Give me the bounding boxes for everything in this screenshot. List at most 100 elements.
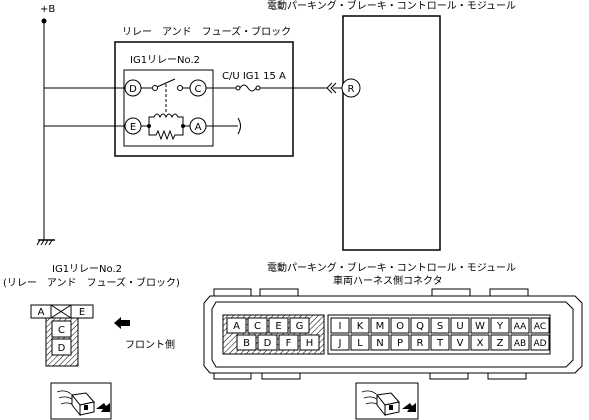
connector-pin: L (350, 334, 370, 351)
harness-view-icon-relay (50, 382, 112, 420)
connector-pin-label: Q (416, 321, 424, 332)
connector-pin: AD (530, 334, 550, 351)
connector-pin-label: Y (496, 321, 504, 332)
connector-pin: B (236, 334, 257, 351)
relay-pin-d: D (58, 343, 66, 354)
connector-pin-label: L (357, 338, 363, 349)
connector-pin-label: U (456, 321, 463, 332)
connector-pin-label: V (457, 338, 464, 349)
connector-pin-label: D (264, 338, 272, 349)
connector-pin-label: X (477, 338, 484, 349)
connector-pin: AA (510, 317, 530, 334)
connector-pin-label: B (243, 338, 250, 349)
connector-pin: G (289, 317, 310, 334)
relay-connector-title-2: (リレー アンド フューズ・ブロック) (3, 276, 180, 289)
power-label: +B (40, 4, 55, 15)
relay-pin-e: E (79, 307, 85, 318)
connector-pin: O (390, 317, 410, 334)
connector-mark-icon (326, 82, 343, 94)
ground-icon (36, 239, 55, 246)
connector-pin: H (299, 334, 320, 351)
front-arrow-icon (114, 317, 130, 329)
module-pins-right-bottom: J L N P R T V X Z AB AD (330, 334, 550, 351)
connector-pin: E (268, 317, 289, 334)
relay-connector-face (30, 304, 94, 367)
connector-pin-label: J (338, 338, 342, 349)
terminal-c: C (189, 79, 207, 97)
relay-coil-icon (141, 113, 190, 141)
module-box (342, 15, 441, 251)
fuse-label: C/U IG1 15 A (222, 71, 286, 82)
connector-pin-label: C (254, 321, 261, 332)
relay-block-box (114, 41, 294, 157)
front-side-label: フロント側 (125, 338, 175, 351)
connector-pin-label: AB (514, 339, 526, 349)
relay-pin-c: C (58, 325, 65, 336)
connector-pin-label: F (286, 338, 292, 349)
connector-pin: W (470, 317, 490, 334)
connector-pin: Y (490, 317, 510, 334)
connector-pin: V (450, 334, 470, 351)
connector-pin-label: A (233, 321, 240, 332)
svg-text:A: A (195, 122, 202, 133)
connector-pin-label: Z (497, 338, 504, 349)
connector-pin: X (470, 334, 490, 351)
connector-pin-label: K (357, 321, 364, 332)
connector-pin: U (450, 317, 470, 334)
fuse-icon (206, 84, 327, 92)
connector-pin-label: AC (534, 322, 546, 332)
connector-pin: M (370, 317, 390, 334)
connector-pin: S (430, 317, 450, 334)
connector-pin: AB (510, 334, 530, 351)
connector-pin-label: N (376, 338, 383, 349)
connector-pin: P (390, 334, 410, 351)
connector-pin-label: H (306, 338, 314, 349)
connector-pin-label: M (376, 321, 385, 332)
connector-pin-label: AA (514, 322, 527, 332)
connector-pin: A (226, 317, 247, 334)
connector-pin: N (370, 334, 390, 351)
connector-pin: R (410, 334, 430, 351)
relay-switch-icon (141, 78, 190, 112)
harness-view-icon-module (355, 382, 419, 420)
connector-pin: F (278, 334, 299, 351)
connector-pin-label: W (475, 321, 485, 332)
module-connector-title-1: 電動パーキング・ブレーキ・コントロール・モジュール (267, 261, 516, 274)
connector-pin: C (247, 317, 268, 334)
a-terminal-open-wire (206, 117, 241, 135)
terminal-e: E (124, 117, 142, 135)
relay-connector-title-1: IG1リレーNo.2 (52, 264, 122, 275)
connector-pin: I (330, 317, 350, 334)
connector-pin: Q (410, 317, 430, 334)
connector-pin-label: P (397, 338, 403, 349)
connector-pin-label: O (396, 321, 404, 332)
connector-pin: AC (530, 317, 550, 334)
relay-pin-a: A (38, 307, 45, 318)
connector-pin-label: R (417, 338, 424, 349)
relay-name: IG1リレーNo.2 (130, 55, 200, 66)
relay-box (123, 69, 214, 147)
connector-pin: Z (490, 334, 510, 351)
module-connector-title-2: 車両ハーネス側コネクタ (333, 274, 443, 287)
terminal-a: A (189, 117, 207, 135)
svg-text:D: D (129, 84, 137, 95)
connector-pin: T (430, 334, 450, 351)
terminal-d: D (124, 79, 142, 97)
module-connector-housing (203, 288, 583, 380)
module-terminal-r: R (341, 78, 361, 98)
connector-pin-label: S (437, 321, 443, 332)
relay-block-title: リレー アンド フューズ・ブロック (122, 25, 291, 38)
connector-pin-label: E (275, 321, 281, 332)
connector-pin: J (330, 334, 350, 351)
connector-pin-label: AD (533, 339, 546, 349)
module-title: 電動パーキング・ブレーキ・コントロール・モジュール (267, 0, 516, 12)
svg-text:C: C (195, 84, 202, 95)
svg-text:E: E (130, 122, 136, 133)
connector-pin: D (257, 334, 278, 351)
connector-pin: K (350, 317, 370, 334)
connector-pin-label: T (436, 338, 444, 349)
